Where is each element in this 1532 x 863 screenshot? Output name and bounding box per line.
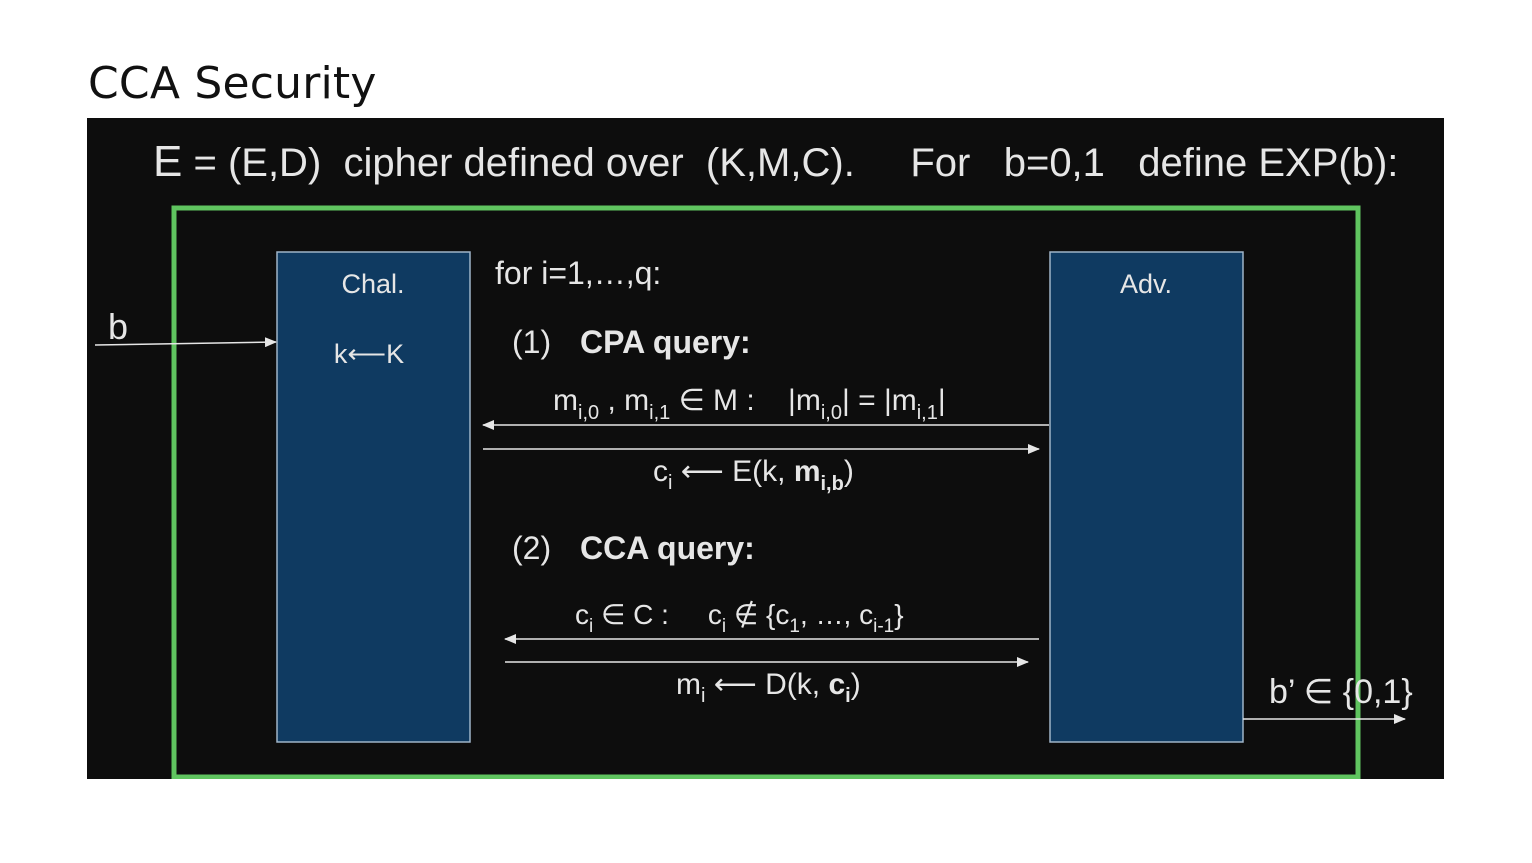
q1-sub-ib: i,b: [821, 473, 844, 495]
adversary-box: [1049, 251, 1244, 743]
q2-in-c: ∈ C : c: [593, 599, 722, 630]
query2-number: (2): [512, 530, 551, 566]
challenger-box: [276, 251, 471, 743]
q1-enc: ⟵ E(k,: [672, 455, 793, 488]
output-label: b’ ∈ {0,1}: [1269, 673, 1413, 711]
loop-label: for i=1,…,q:: [495, 255, 661, 291]
header-e: E: [153, 137, 182, 186]
slide: E = (E,D) cipher defined over (K,M,C). F…: [87, 118, 1444, 779]
q1-c: c: [653, 455, 668, 488]
q2-sub-1: 1: [789, 616, 800, 637]
q1-mb: m: [794, 455, 821, 488]
challenger-label: Chal.: [341, 269, 404, 299]
q1-close: ): [844, 455, 854, 488]
q2-cb: c: [828, 668, 845, 701]
q2-dec: ⟵ D(k,: [705, 668, 828, 701]
query1-title: CPA query:: [580, 324, 751, 360]
challenger-keygen: k⟵K: [334, 339, 404, 369]
query1-ciphertext: ci ⟵ E(k, mi,b): [653, 455, 854, 495]
experiment-frame: [171, 205, 1361, 779]
q2-sub-mi: i: [701, 685, 705, 707]
q1-sub-i0: i,0: [578, 402, 599, 424]
query2-title: CCA query:: [580, 530, 755, 566]
query1-number: (1): [512, 324, 551, 360]
cca-diagram: E = (E,D) cipher defined over (K,M,C). F…: [94, 137, 1413, 779]
q2-notin: ∉ {c: [726, 599, 789, 630]
q2-sub-i2: i: [722, 616, 726, 637]
query1-messages: mi,0 , mi,1 ∈ M : |mi,0| = |mi,1|: [553, 384, 946, 424]
input-b-label: b: [108, 306, 128, 347]
q1-sep: , m: [599, 384, 649, 417]
header-text: E = (E,D) cipher defined over (K,M,C). F…: [153, 137, 1398, 186]
page-title: CCA Security: [88, 58, 377, 109]
q2-close: ): [851, 668, 861, 701]
q1-sub-i0b: i,0: [821, 402, 842, 424]
input-b-arrow: [94, 337, 277, 348]
q1-sub-i1: i,1: [649, 402, 670, 424]
q2-m: m: [676, 668, 701, 701]
query2-plaintext: mi ⟵ D(k, ci): [676, 668, 861, 707]
q1-bar: |: [938, 384, 946, 417]
q2-sub-i: i: [589, 616, 593, 637]
q2-dots: , …, c: [800, 599, 873, 630]
header-rest: = (E,D) cipher defined over (K,M,C). For…: [182, 141, 1398, 185]
q2-c: c: [575, 599, 589, 630]
q1-sub-i: i: [668, 472, 672, 494]
adversary-label: Adv.: [1120, 269, 1172, 299]
q2-sub-ci: i: [845, 685, 851, 707]
q1-sub-i1b: i,1: [917, 402, 938, 424]
q2-brace: }: [894, 599, 903, 630]
q1-eq: | = |m: [842, 384, 917, 417]
q2-sub-im1: i-1: [873, 616, 894, 637]
q1-in-m: ∈ M : |m: [670, 384, 821, 417]
q1-m: m: [553, 384, 578, 417]
query2-ciphertexts: ci ∈ C : ci ∉ {c1, …, ci-1}: [575, 599, 904, 637]
